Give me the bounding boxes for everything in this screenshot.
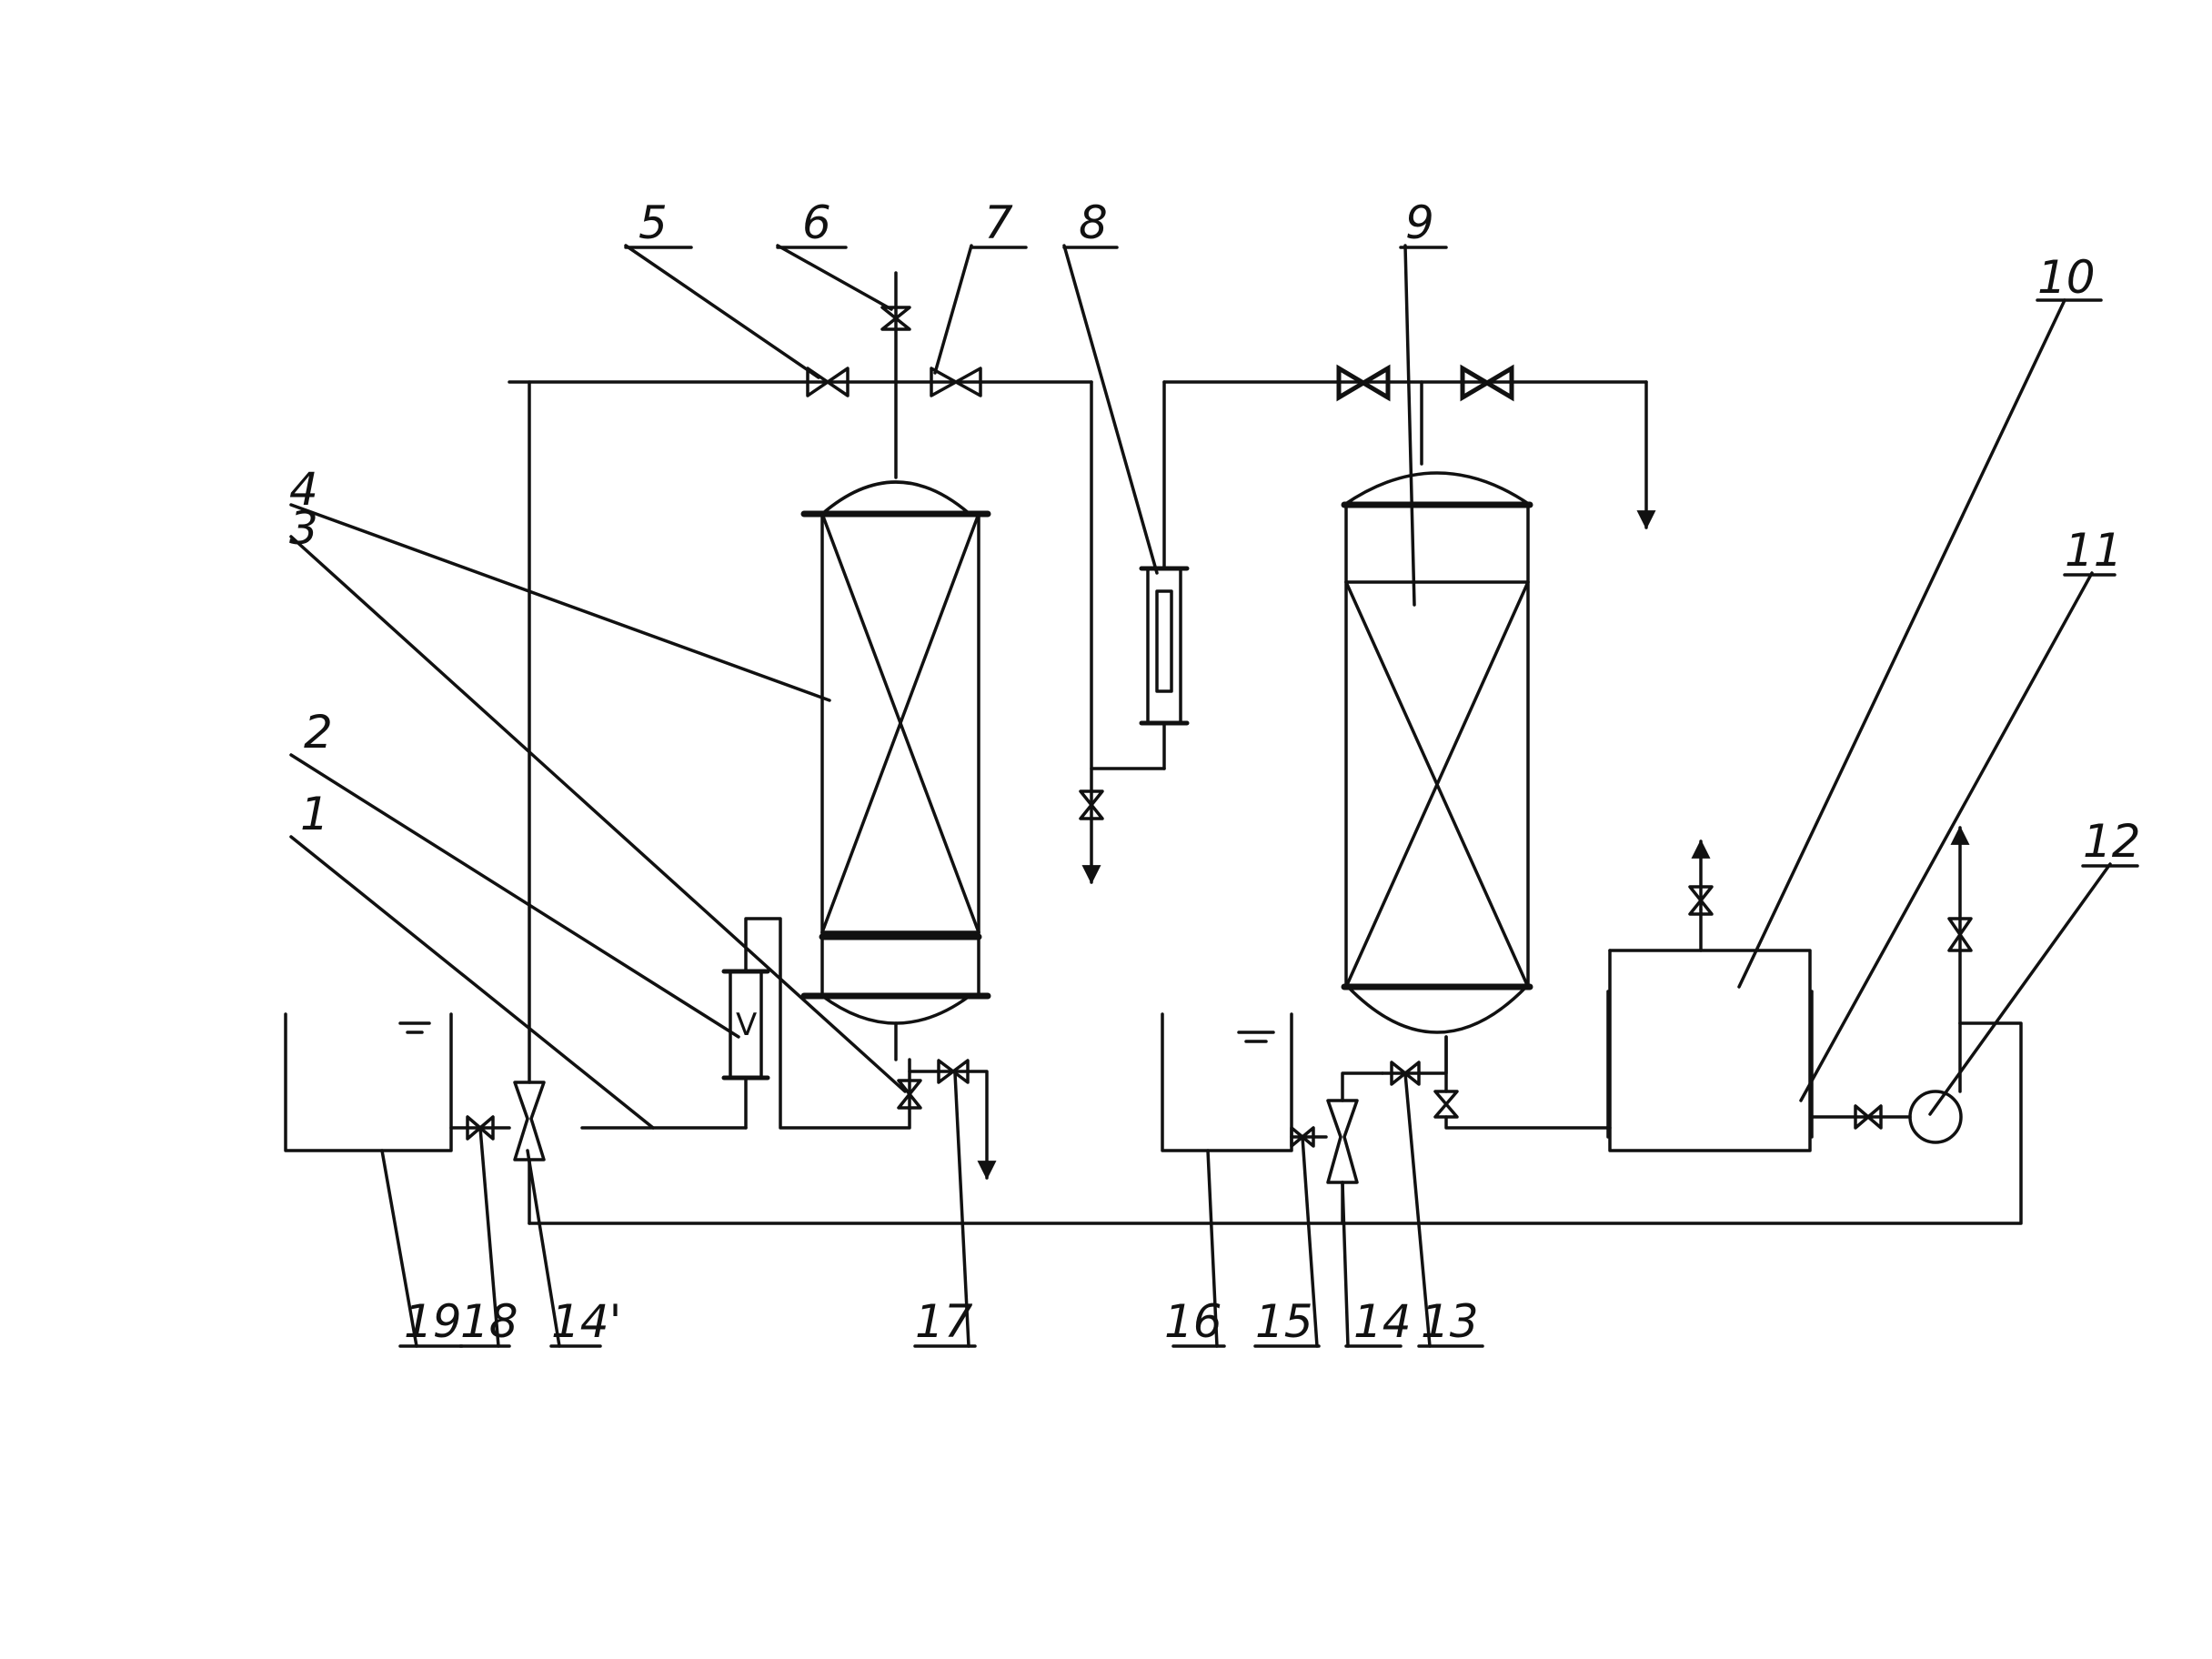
ejector-14	[1326, 1071, 1384, 1225]
label-18: 18	[460, 1295, 518, 1348]
valve-tank-10-vent[interactable]	[1688, 885, 1714, 916]
label-6: 6	[802, 196, 831, 249]
tank-16	[1161, 1012, 1293, 1152]
valve-column-right-bottom[interactable]	[1433, 1090, 1459, 1119]
valve-pump-outlet[interactable]	[1947, 917, 1973, 952]
valve-7[interactable]	[930, 367, 982, 397]
valve-13[interactable]	[1390, 1061, 1421, 1086]
label-3: 3	[289, 502, 318, 555]
valve-18[interactable]	[466, 1115, 495, 1141]
label-2: 2	[304, 706, 333, 759]
valve-top-right-a[interactable]	[1336, 364, 1391, 402]
rotameter-2: V	[721, 969, 770, 1081]
label-8: 8	[1079, 196, 1108, 249]
top-piping	[508, 271, 1656, 885]
outlet-17-pipe	[908, 1070, 997, 1181]
label-11: 11	[2065, 524, 2123, 577]
pump-12	[1810, 825, 1970, 1144]
label-5: 5	[638, 196, 668, 249]
label-underlines	[398, 246, 2139, 1348]
label-4: 4	[289, 463, 318, 516]
part-labels: 5 6 7 8 9 10 11 12 4 3 2 1 19 18 14' 17 …	[289, 196, 2141, 1348]
label-1: 1	[300, 788, 329, 840]
label-10: 10	[2037, 251, 2096, 304]
label-19: 19	[404, 1295, 462, 1348]
reactor-column-right	[1341, 471, 1533, 1034]
return-loop-pipe	[528, 1021, 2023, 1225]
label-16: 16	[1164, 1295, 1222, 1348]
tank-10	[1608, 908, 1812, 1152]
valve-5[interactable]	[806, 367, 850, 397]
label-7: 7	[984, 196, 1013, 249]
flowmeter-mark: V	[736, 1007, 757, 1043]
valve-3[interactable]	[897, 1079, 922, 1110]
tank-19	[284, 1012, 453, 1152]
label-14: 14	[1353, 1295, 1412, 1348]
valve-top-right-b[interactable]	[1460, 364, 1514, 402]
label-14-prime: 14'	[551, 1295, 621, 1348]
leader-lines	[289, 244, 2112, 1348]
label-12: 12	[2083, 815, 2141, 868]
label-15: 15	[1255, 1295, 1313, 1348]
pipe-column-to-tank-10	[1444, 1115, 1612, 1130]
pipe-rotameter-to-column	[744, 917, 911, 1130]
valve-pump-12[interactable]	[1854, 1104, 1883, 1130]
valve-15[interactable]	[1290, 1126, 1315, 1148]
label-13: 13	[1421, 1295, 1479, 1348]
ejector-14-prime	[513, 380, 546, 1225]
valve-6[interactable]	[880, 306, 911, 331]
valve-drain-7[interactable]	[1079, 789, 1104, 820]
rotameter-8	[1139, 566, 1190, 726]
label-17: 17	[915, 1295, 973, 1348]
valve-17[interactable]	[937, 1059, 970, 1084]
reactor-column-left	[800, 480, 991, 1025]
label-9: 9	[1405, 196, 1434, 249]
